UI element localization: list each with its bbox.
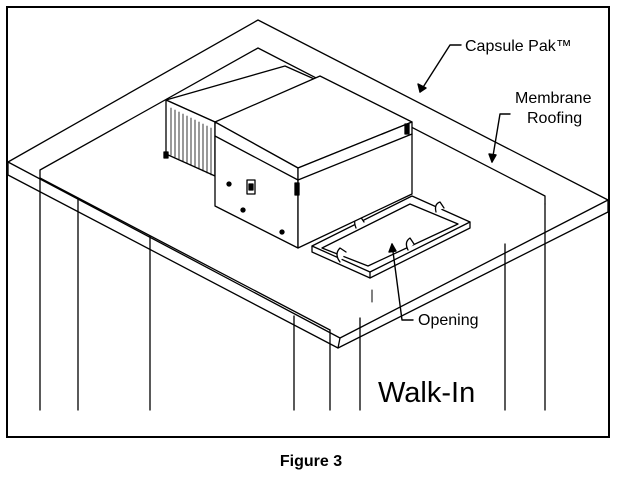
roof-opening <box>311 195 471 303</box>
opening-label: Opening <box>418 312 479 329</box>
figure-caption: Figure 3 <box>279 453 343 470</box>
leader-lines <box>388 44 511 321</box>
walk-in-walls <box>39 177 546 411</box>
walk-in-label: Walk-In <box>378 377 476 409</box>
capsule-pak-unit <box>163 65 413 249</box>
membrane-label: Membrane <box>515 90 592 107</box>
walk-in-top-edge <box>39 47 546 331</box>
figure-frame <box>6 6 610 438</box>
roofing-label: Roofing <box>527 110 583 127</box>
capsule-pak-label: Capsule Pak™ <box>465 38 572 55</box>
